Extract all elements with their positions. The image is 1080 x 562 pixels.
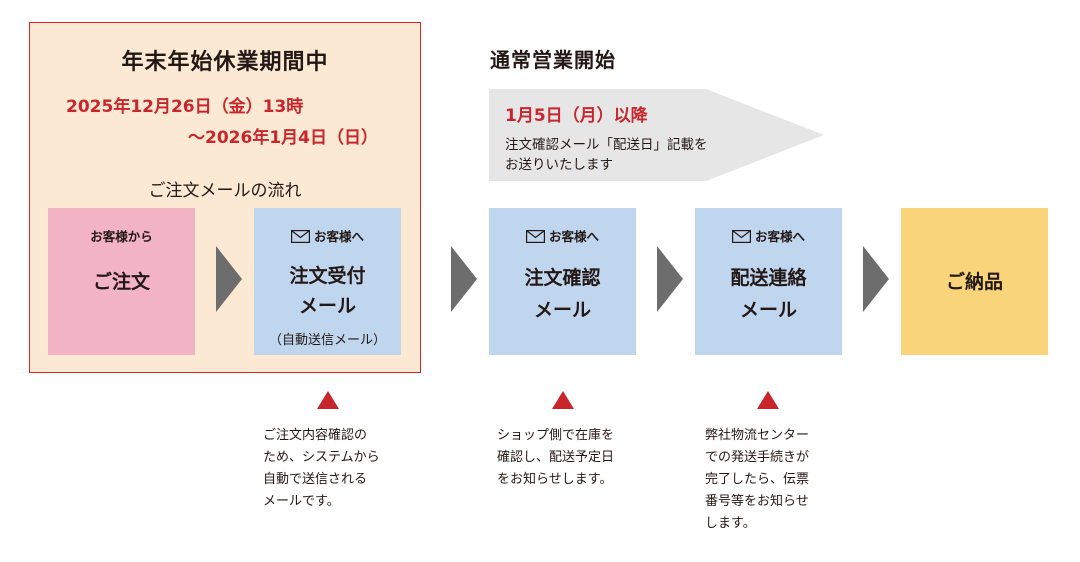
pointer-triangle-icon bbox=[552, 391, 574, 409]
note-line: 自動で送信される bbox=[263, 472, 368, 487]
box-title: 注文受付 bbox=[289, 265, 366, 287]
box-caption-text: お客様へ bbox=[313, 229, 364, 244]
box-title: メール bbox=[298, 295, 356, 317]
note-auto-mail: ご注文内容確認の ため、システムから 自動で送信される メールです。 bbox=[263, 425, 380, 513]
box-title: ご納品 bbox=[945, 271, 1003, 293]
note-line: での発送手続きが bbox=[705, 450, 810, 465]
note-line: 完了したら、伝票 bbox=[705, 472, 810, 487]
note-line: ショップ側で在庫を bbox=[497, 428, 615, 443]
holiday-title: 年末年始休業期間中 bbox=[121, 50, 329, 75]
normal-title: 通常営業開始 bbox=[490, 48, 616, 72]
pointer-triangle-icon bbox=[757, 391, 779, 409]
holiday-end-date: ～2026年1月4日（日） bbox=[188, 128, 378, 148]
arrow-right-icon bbox=[451, 246, 477, 312]
box-title: メール bbox=[533, 299, 591, 321]
resume-date: 1月5日（月）以降 bbox=[505, 106, 648, 126]
note-line: メールです。 bbox=[263, 494, 340, 509]
holiday-start-date: 2025年12月26日（金）13時 bbox=[66, 97, 304, 117]
note-line: をお知らせします。 bbox=[497, 472, 613, 487]
box-caption-text: お客様へ bbox=[548, 229, 599, 244]
note-line: ご注文内容確認の bbox=[263, 428, 368, 443]
note-line: 番号等をお知らせ bbox=[705, 494, 809, 509]
flow-label: ご注文メールの流れ bbox=[148, 181, 302, 201]
box-caption: お客様へ bbox=[489, 226, 636, 245]
box-caption: お客様から bbox=[90, 229, 153, 244]
arrow-right-icon bbox=[657, 246, 683, 312]
arrow-right-icon bbox=[863, 246, 889, 312]
box-title: ご注文 bbox=[92, 271, 150, 293]
mail-icon bbox=[731, 230, 751, 243]
note-line: ため、システムから bbox=[263, 450, 380, 465]
note-shipping-mail: 弊社物流センター での発送手続きが 完了したら、伝票 番号等をお知らせ します。 bbox=[705, 425, 809, 535]
order-confirm-mail-box: お客様へ 注文確認 メール bbox=[489, 208, 636, 355]
mail-icon bbox=[525, 230, 545, 243]
order-received-mail-box: お客様へ 注文受付 メール （自動送信メール） bbox=[254, 208, 401, 355]
arrow-right-icon bbox=[216, 246, 242, 312]
resume-note-line: お送りいたします bbox=[505, 157, 613, 173]
box-caption-text: お客様へ bbox=[754, 229, 805, 244]
note-line: します。 bbox=[705, 516, 756, 531]
delivery-box: ご納品 bbox=[901, 208, 1048, 355]
box-caption: お客様へ bbox=[695, 226, 842, 245]
box-title: 配送連絡 bbox=[730, 267, 807, 289]
pointer-triangle-icon bbox=[317, 391, 339, 409]
resume-note-line: 注文確認メール「配送日」記載を bbox=[505, 137, 708, 153]
note-line: 確認し、配送予定日 bbox=[497, 450, 615, 465]
mail-icon bbox=[290, 230, 310, 243]
box-caption: お客様へ bbox=[254, 226, 401, 245]
note-line: 弊社物流センター bbox=[705, 428, 810, 443]
box-title: メール bbox=[739, 299, 797, 321]
order-box: お客様から ご注文 bbox=[48, 208, 195, 355]
resume-note: 注文確認メール「配送日」記載を お送りいたします bbox=[505, 135, 785, 175]
box-subtitle: （自動送信メール） bbox=[268, 333, 386, 348]
shipping-mail-box: お客様へ 配送連絡 メール bbox=[695, 208, 842, 355]
note-confirm-mail: ショップ側で在庫を 確認し、配送予定日 をお知らせします。 bbox=[497, 425, 614, 491]
box-title: 注文確認 bbox=[524, 267, 601, 289]
